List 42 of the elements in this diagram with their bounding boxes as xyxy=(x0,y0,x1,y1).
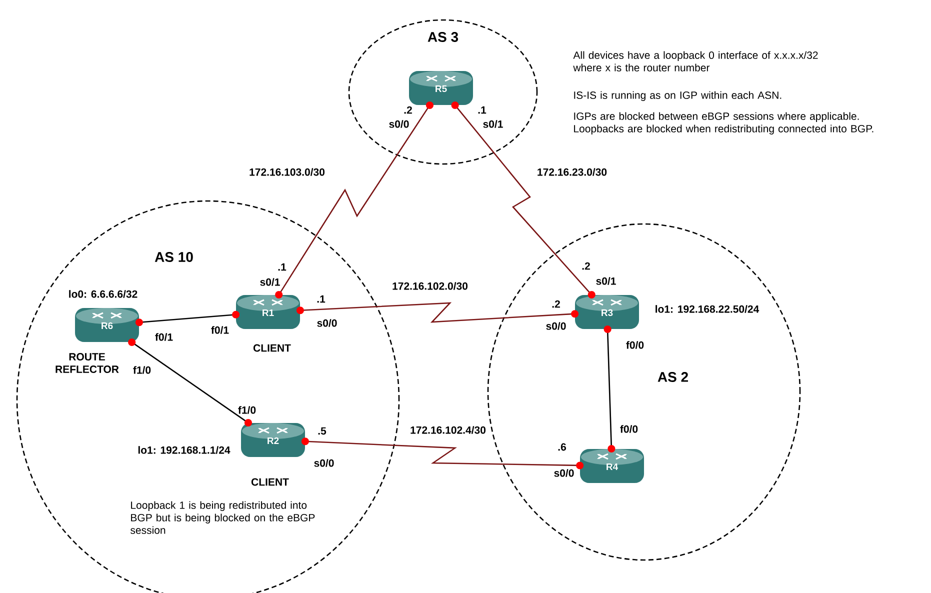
note-text: All devices have a loopback 0 interface of x.x.x.x/32 where x is the router number xyxy=(573,51,818,72)
router-caption: s0/1 xyxy=(483,120,503,128)
router-caption: ROUTE REFLECTOR xyxy=(56,353,119,373)
router-caption: s0/0 xyxy=(546,322,566,330)
link-line xyxy=(301,438,584,470)
router-caption: s0/1 xyxy=(260,278,280,286)
router-caption: .5 xyxy=(318,427,326,435)
router-caption: .1 xyxy=(317,295,326,303)
router-caption: f0/1 xyxy=(155,333,173,341)
router-caption: .2 xyxy=(404,106,412,114)
router-caption: s0/0 xyxy=(389,120,409,128)
router-caption: f0/1 xyxy=(211,326,229,334)
note-text: IGPs are blocked between eBGP sessions where applicable. Loopbacks are blocked when redistributing connected into BGP. xyxy=(574,112,874,134)
router-caption: .2 xyxy=(582,262,590,270)
link-line xyxy=(128,338,252,427)
router-caption: CLIENT xyxy=(253,344,291,352)
router-caption: .6 xyxy=(558,443,566,451)
router-caption: CLIENT xyxy=(251,478,289,486)
subnet-label: 172.16.103.0/30 xyxy=(248,167,326,177)
link-line xyxy=(296,302,579,323)
link-line xyxy=(451,101,596,299)
router-caption: lo1: 192.168.1.1/24 xyxy=(138,446,230,454)
note-text: IS-IS is running as on IGP within each ASN. xyxy=(574,91,782,101)
router-caption: .1 xyxy=(478,106,486,114)
subnet-label: 172.16.23.0/30 xyxy=(536,167,608,177)
router-caption: f1/0 xyxy=(238,406,256,414)
router-caption: lo1: 192.168.22.50/24 xyxy=(656,305,760,313)
router-caption: .1 xyxy=(278,263,286,271)
note-text: Loopback 1 is being redistributed into BGP but is being blocked on the eBGP session xyxy=(130,501,315,534)
router-caption: s0/0 xyxy=(314,459,334,467)
link-line xyxy=(275,101,434,299)
router-caption: f0/0 xyxy=(626,341,644,349)
link-line xyxy=(135,310,240,326)
router-caption: .2 xyxy=(552,300,560,308)
link-line xyxy=(604,325,616,453)
router-caption: s0/0 xyxy=(554,469,574,477)
router-caption: f0/0 xyxy=(620,425,638,433)
router-caption: s0/0 xyxy=(317,319,337,327)
router-caption: s0/1 xyxy=(596,277,616,285)
subnet-label: 172.16.102.4/30 xyxy=(409,425,487,435)
router-caption: f1/0 xyxy=(133,366,151,374)
router-caption: lo0: 6.6.6.6/32 xyxy=(69,290,138,298)
